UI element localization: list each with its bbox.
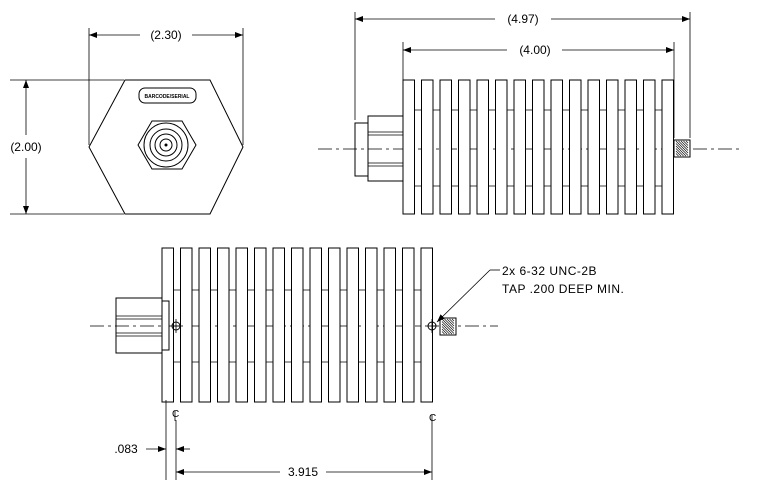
cooling-fin <box>532 79 545 215</box>
cooling-fin <box>198 247 211 403</box>
cooling-fin <box>217 247 230 403</box>
cooling-fin <box>550 79 563 215</box>
bottom-view-connector <box>115 297 170 354</box>
cooling-fin <box>661 79 674 215</box>
cooling-fin <box>235 247 248 403</box>
cooling-fin <box>420 247 433 403</box>
bottom-view: 2x 6-32 UNC-2B TAP .200 DEEP MIN. C C .0… <box>90 247 624 480</box>
connector-hex-nut <box>137 120 197 170</box>
tapped-hole-right <box>425 319 439 333</box>
cooling-fin <box>180 247 193 403</box>
side-view-body-dim: (4.00) <box>519 43 550 57</box>
bottom-view-fins <box>161 247 433 403</box>
cooling-fin <box>402 247 415 403</box>
side-view-overall-dim: (4.97) <box>507 12 538 26</box>
tapped-hole-left <box>169 319 183 333</box>
cooling-fin <box>606 79 619 215</box>
cooling-fin <box>346 247 359 403</box>
side-view-fins <box>402 79 674 215</box>
side-view: (4.97) (4.00) <box>318 12 740 215</box>
offset-dim: .083 <box>114 442 138 456</box>
tap-note-line1: 2x 6-32 UNC-2B <box>502 264 597 278</box>
cooling-fin <box>365 247 378 403</box>
cooling-fin <box>624 79 637 215</box>
cooling-fin <box>402 79 415 215</box>
hexagon-outline <box>88 79 244 215</box>
cooling-fin <box>439 79 452 215</box>
centerline-symbol-left: C <box>172 409 179 420</box>
side-view-connector <box>354 115 404 182</box>
tap-note-line2: TAP .200 DEEP MIN. <box>502 282 624 296</box>
cooling-fin <box>569 79 582 215</box>
cooling-fin <box>291 247 304 403</box>
cooling-fin <box>476 79 489 215</box>
cooling-fin <box>643 79 656 215</box>
side-view-stud <box>673 139 691 158</box>
cooling-fin <box>587 79 600 215</box>
cooling-fin <box>254 247 267 403</box>
centerline-symbol-right: C <box>429 413 436 424</box>
end-view-height-dim: (2.00) <box>10 140 41 154</box>
barcode-plate <box>138 87 197 104</box>
cooling-fin <box>383 247 396 403</box>
cooling-fin <box>309 247 322 403</box>
bottom-view-stud <box>439 317 457 336</box>
end-view: (2.30) (2.00) BARCODE/SERIAL <box>10 28 244 215</box>
hole-spacing-dim: 3.915 <box>288 465 318 479</box>
cooling-fin <box>272 247 285 403</box>
cooling-fin <box>495 79 508 215</box>
cooling-fin <box>421 79 434 215</box>
cooling-fin <box>513 79 526 215</box>
cooling-fin <box>328 247 341 403</box>
end-view-width-dim: (2.30) <box>150 28 181 42</box>
cooling-fin <box>458 79 471 215</box>
barcode-plate-label: BARCODE/SERIAL <box>144 94 189 100</box>
